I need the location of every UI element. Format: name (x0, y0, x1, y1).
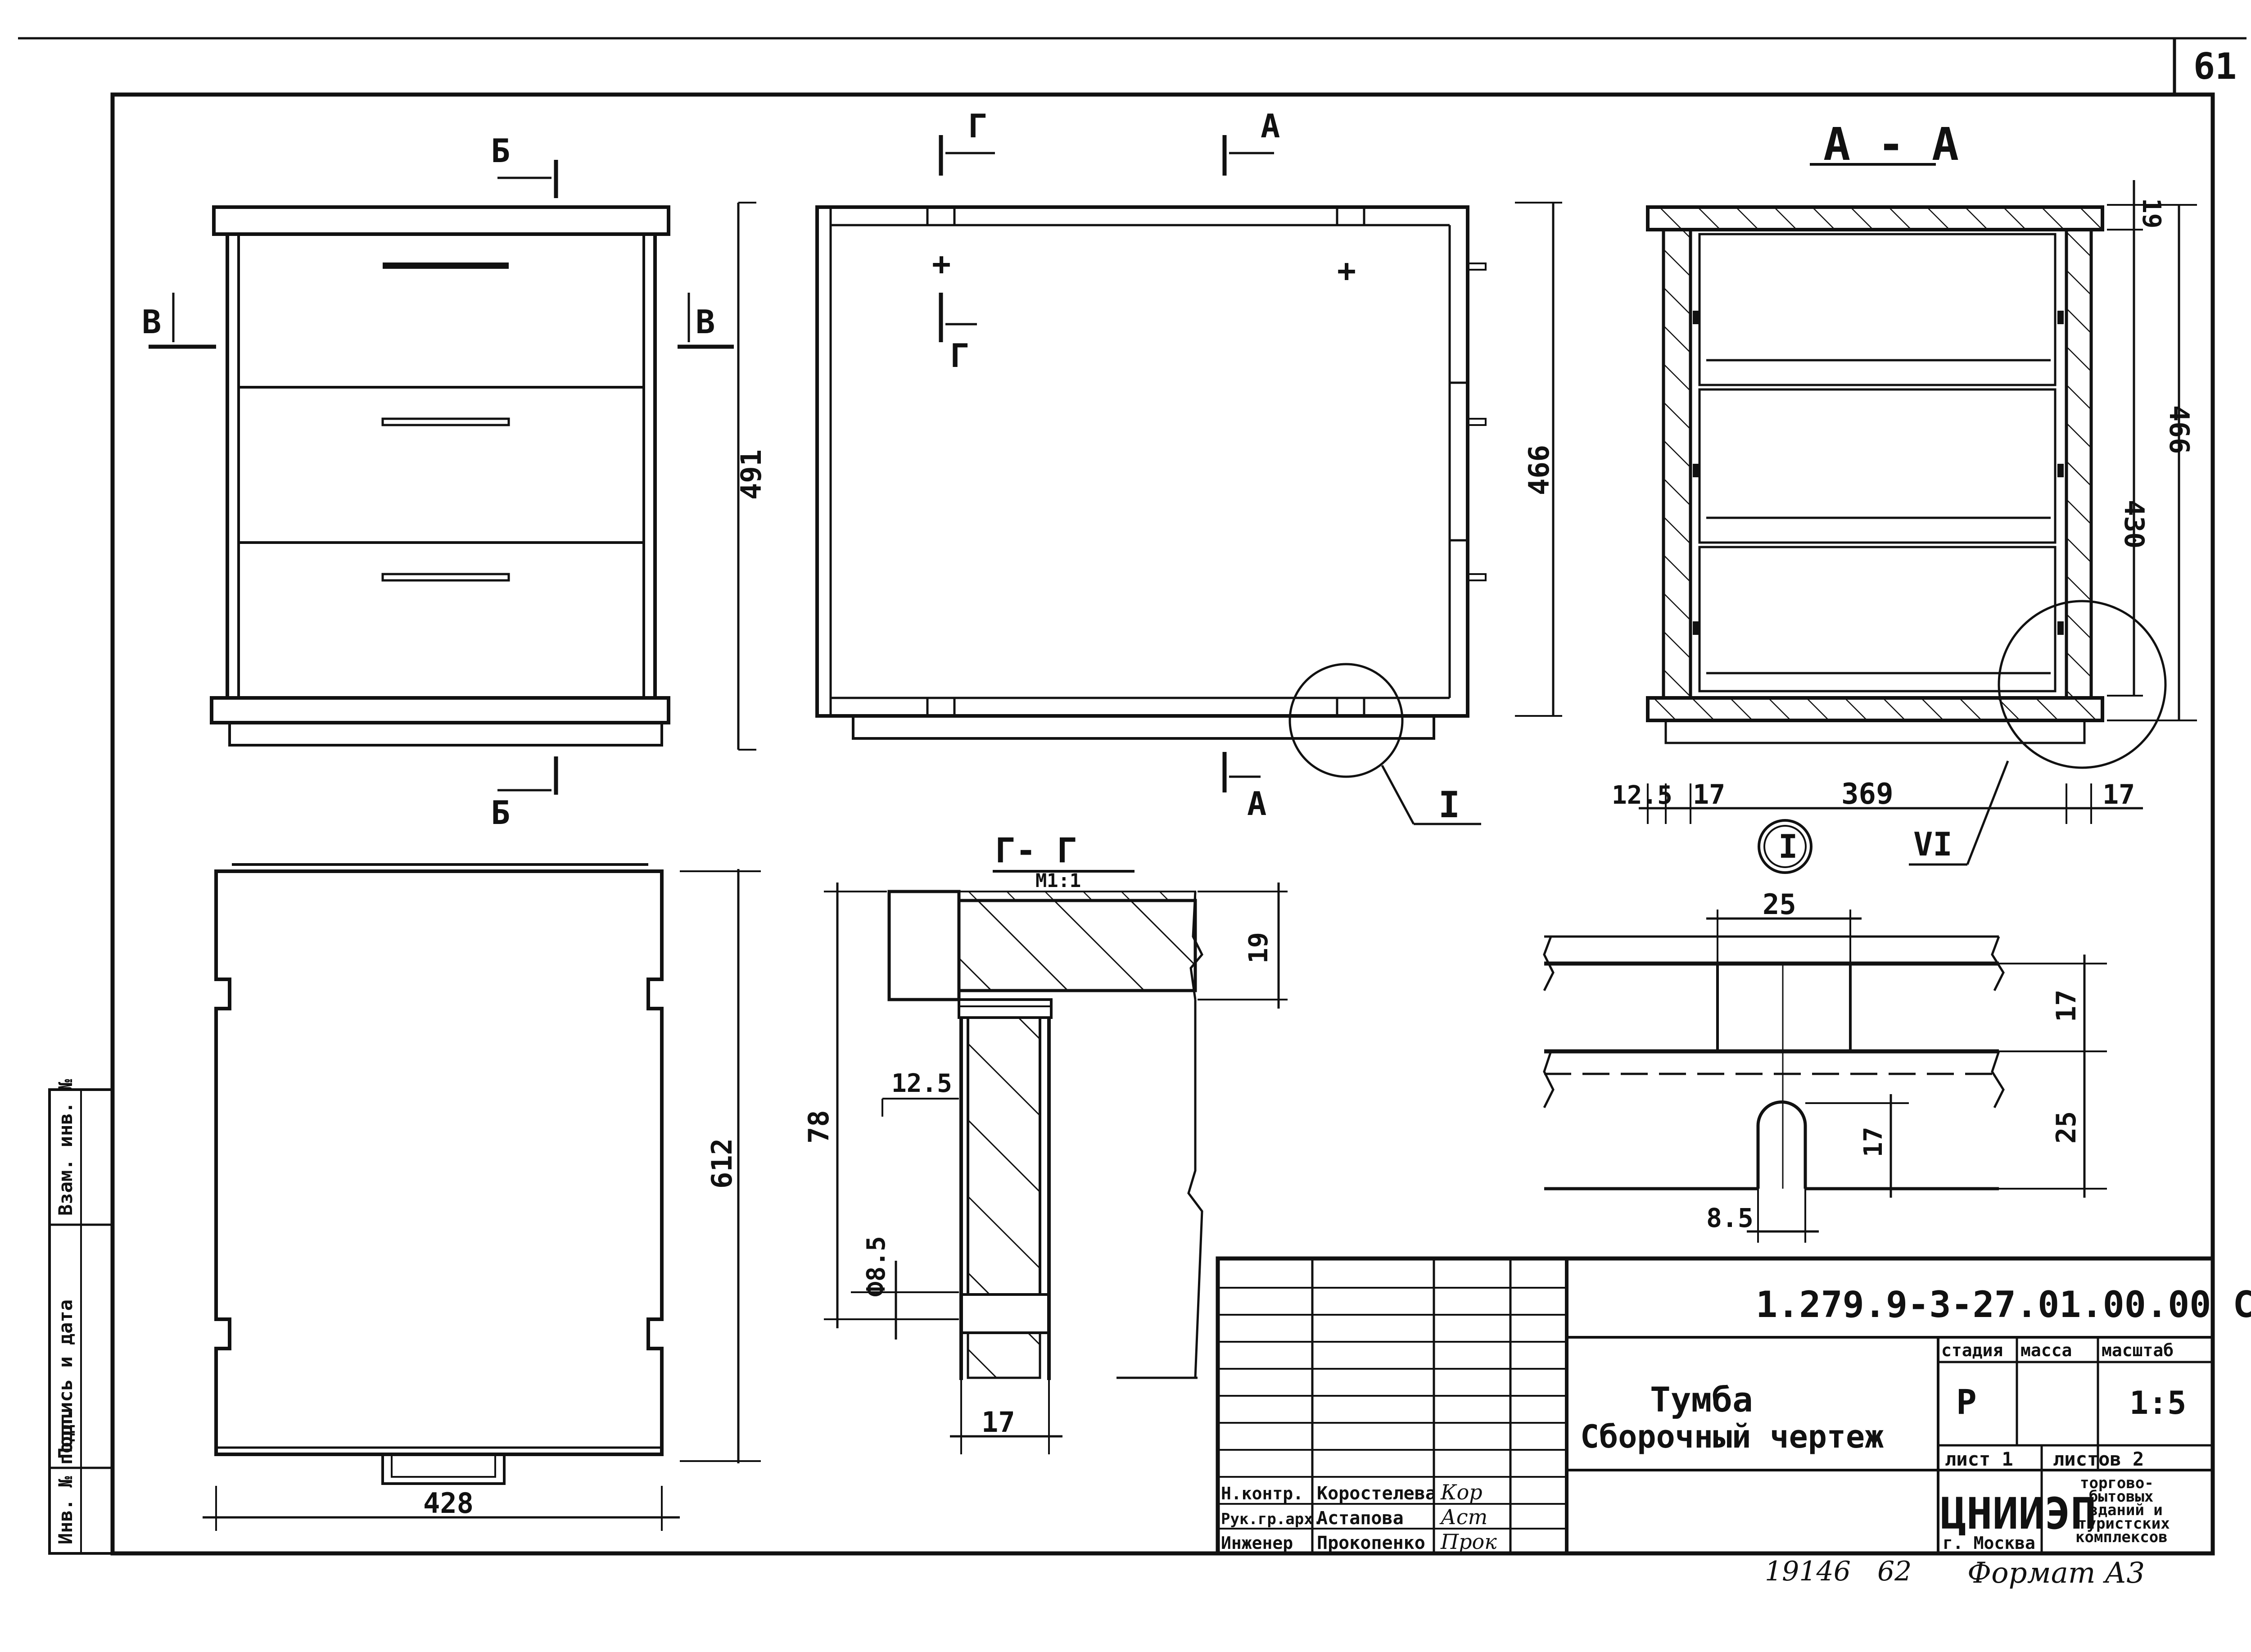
dim-det-slot: 17 (1859, 1127, 1888, 1157)
dim-det-width: 25 (1763, 888, 1796, 921)
role-rukgr: Рук.гр.арх. (1221, 1510, 1322, 1528)
cut-label-v-left: В (142, 303, 161, 341)
role-engineer: Инженер (1221, 1533, 1293, 1553)
stage-value: Р (1956, 1382, 1977, 1422)
cut-label-a-top: А (1261, 107, 1280, 145)
cut-label-g-top: Г (968, 107, 987, 145)
dim-gg-top: 19 (1243, 932, 1274, 964)
dim-gg-thick: 17 (981, 1406, 1015, 1439)
dim-aa-top: 19 (2137, 198, 2166, 228)
detail-i (1543, 910, 2107, 1243)
section-aa-title: А - А (1823, 118, 1959, 171)
dim-det-h1: 17 (2051, 990, 2082, 1022)
side-view: + + (815, 135, 1562, 825)
sheets-label: листов 2 (2053, 1448, 2144, 1470)
circled-ref-label: I (1778, 828, 1798, 865)
dim-side-height: 466 (1523, 445, 1555, 495)
drawing-code: 1.279.9-3-27.01.00.00 СБ (1756, 1284, 2251, 1326)
org-desc-2: бытовых (2089, 1488, 2153, 1506)
dim-det-hole: 8.5 (1706, 1203, 1754, 1233)
title-line1: Тумба (1650, 1380, 1753, 1420)
section-gg (824, 870, 1288, 1454)
footer-page: 62 (1877, 1556, 1912, 1587)
dim-aa-side1: 17 (1693, 779, 1725, 810)
screw-mark: + (1337, 252, 1356, 289)
name-prokopenko: Прокопенко (1317, 1533, 1425, 1553)
signature-3: Прок (1440, 1530, 1497, 1554)
header-mass: масса (2020, 1340, 2072, 1360)
footer-inventory: 19146 (1765, 1556, 1851, 1587)
header-stage: стадия (1941, 1340, 2003, 1360)
sheet-number: 61 (2193, 45, 2237, 87)
org-desc-1: торгово- (2080, 1474, 2154, 1492)
section-aa (1639, 163, 2197, 874)
org-desc-3: зданий и (2089, 1501, 2163, 1519)
name-korosteleva: Коростелева (1317, 1483, 1436, 1504)
screw-mark: + (932, 245, 951, 282)
signature-1: Кор (1440, 1480, 1483, 1504)
signature-2: Аст (1439, 1505, 1487, 1529)
sheet-frame (18, 37, 2246, 1556)
dim-aa-width: 369 (1841, 778, 1894, 811)
side-label-inv: Инв. № подл. (54, 1408, 77, 1544)
cut-label-b-bottom: Б (491, 794, 510, 832)
detail-ref2-label: VI (1913, 825, 1953, 863)
name-astapova: Астапова (1317, 1508, 1404, 1529)
footer-format: Формат А3 (1967, 1557, 2145, 1590)
scale-value: 1:5 (2129, 1385, 2186, 1421)
dim-gg-height: 78 (802, 1110, 835, 1144)
dim-gg-hole: Ф8.5 (862, 1236, 891, 1297)
dim-aa-outer: 466 (2163, 405, 2195, 454)
dim-aa-inner: 430 (2118, 500, 2150, 548)
side-stamp (48, 1088, 114, 1555)
side-label-repl: Взам. инв. № (54, 1079, 77, 1216)
section-gg-title: Г- Г (995, 830, 1077, 870)
dim-aa-left: 12.5 (1612, 781, 1672, 810)
org-city: г. Москва (1943, 1533, 2035, 1553)
dim-gg-offset: 12.5 (891, 1069, 952, 1098)
title-line2: Сборочный чертеж (1580, 1418, 1884, 1455)
header-scale: масштаб (2102, 1340, 2174, 1360)
dim-det-h2: 25 (2051, 1111, 2082, 1144)
cut-label-v-right: В (696, 303, 715, 341)
role-nkontr: Н.контр. (1221, 1484, 1303, 1503)
dim-front-height: 491 (735, 449, 768, 500)
dim-aa-side2: 17 (2102, 779, 2135, 810)
org-name: ЦНИИЭП (1940, 1489, 2097, 1539)
side-label-sign: Подпись и дата (54, 1299, 77, 1459)
detail-ref-label: I (1438, 784, 1460, 826)
plan-view (203, 863, 761, 1531)
dim-plan-width: 428 (423, 1487, 474, 1520)
cut-label-a-bottom: А (1247, 785, 1266, 823)
cut-label-b-top: Б (491, 132, 510, 170)
front-view (149, 160, 756, 795)
dim-plan-depth: 612 (705, 1138, 738, 1189)
org-desc-4: туристских (2078, 1515, 2170, 1533)
section-gg-scale: М1:1 (1035, 869, 1081, 892)
cut-label-g-mid: Г (950, 337, 969, 375)
drawer-handle (383, 263, 509, 269)
title-block (1216, 1256, 2215, 1556)
sheet-label: лист 1 (1945, 1448, 2013, 1470)
org-desc-5: комплексов (2075, 1528, 2168, 1546)
